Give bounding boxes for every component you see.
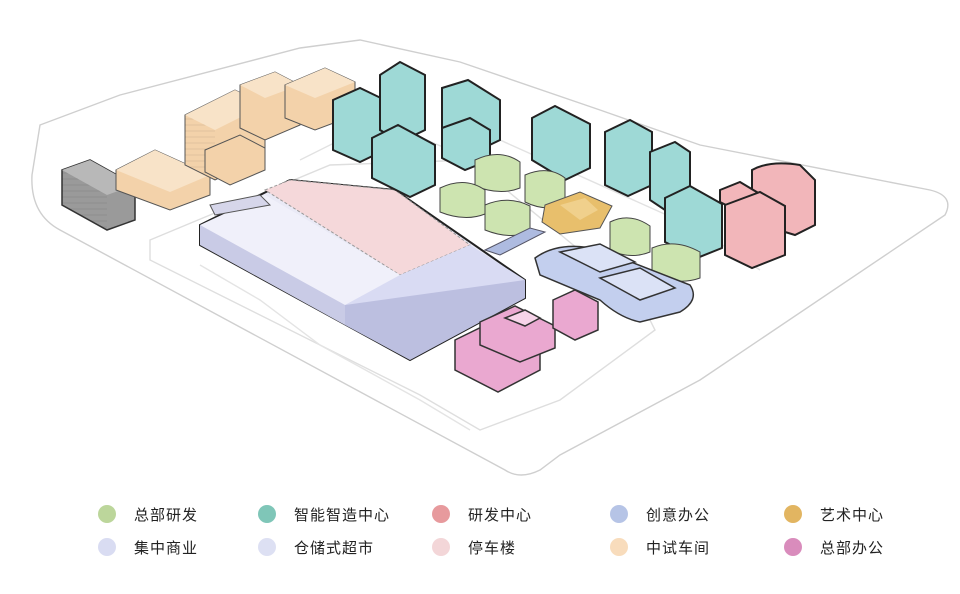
- rnd-center-buildings: [719, 162, 816, 270]
- pedestrian-bridge: [483, 227, 547, 256]
- hq-rnd-buildings: [439, 154, 701, 282]
- creative-office-cluster: [534, 243, 695, 323]
- warehouse-market-block: [199, 178, 526, 362]
- smart-manufacturing-buildings: [332, 60, 723, 260]
- art-center: [541, 191, 613, 235]
- hq-office-buildings: [454, 289, 599, 393]
